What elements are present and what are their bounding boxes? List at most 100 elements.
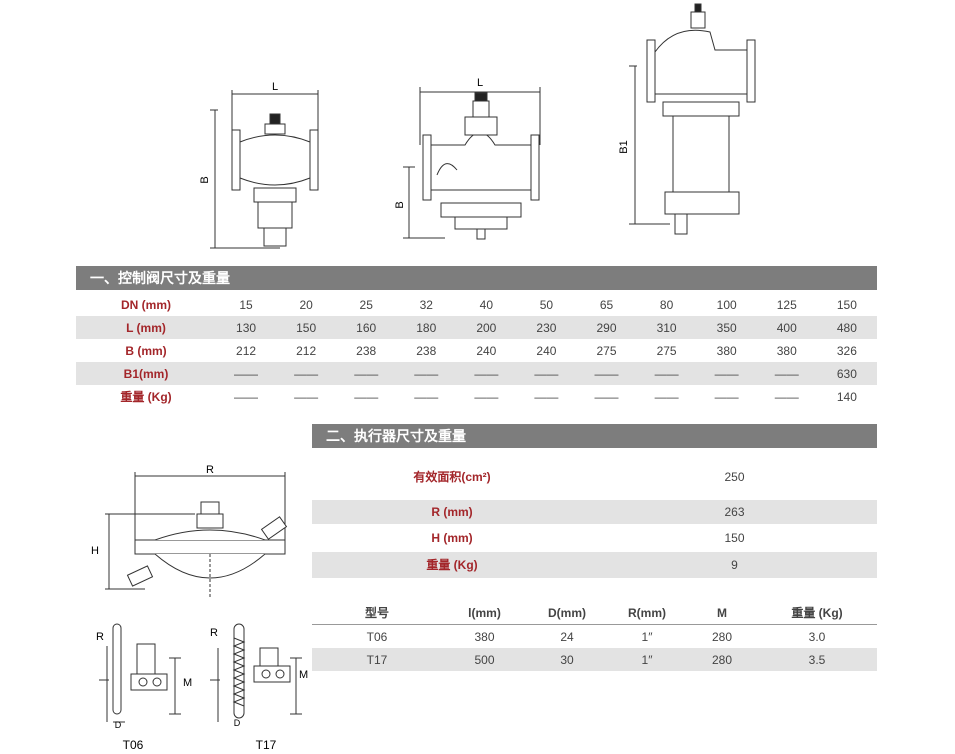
table-row: 有效面积(cm²) 250 bbox=[312, 464, 877, 490]
table-cell: 25 bbox=[359, 297, 373, 312]
table-cell: 1″ bbox=[641, 629, 653, 644]
table-cell: T17 bbox=[312, 648, 442, 671]
table-cell: —— bbox=[474, 389, 499, 404]
m-header: M bbox=[717, 605, 727, 620]
table-cell: —— bbox=[654, 389, 679, 404]
row-label: 有效面积(cm²) bbox=[413, 470, 491, 484]
table-cell: 140 bbox=[836, 389, 857, 404]
table-cell: 240 bbox=[476, 343, 497, 358]
t06-d-label: D bbox=[115, 720, 122, 730]
mid-valve-drawing: L B bbox=[395, 77, 541, 240]
table-cell: 80 bbox=[659, 297, 674, 312]
section1-title: 一、控制阀尺寸及重量 bbox=[76, 266, 877, 290]
actuator-drawing: R H bbox=[91, 464, 288, 597]
table-cell: 100 bbox=[716, 297, 737, 312]
table-cell: —— bbox=[534, 389, 559, 404]
table-cell: 238 bbox=[416, 343, 437, 358]
model-table: 型号 l(mm) D(mm) R(mm) M 重量 (Kg) T06 380 2… bbox=[312, 601, 877, 671]
table-cell: 280 bbox=[711, 629, 733, 644]
table-cell: 238 bbox=[356, 343, 377, 358]
table-cell: 1″ bbox=[607, 648, 687, 671]
table-cell: —— bbox=[756, 362, 817, 385]
table-cell: 65 bbox=[599, 297, 614, 312]
table-row: R (mm) 263 bbox=[312, 500, 877, 524]
table-cell: —— bbox=[216, 362, 277, 385]
table-cell: 400 bbox=[756, 316, 817, 339]
table-cell: 24 bbox=[560, 629, 574, 644]
table-cell: 15 bbox=[239, 297, 253, 312]
t17-m-label: M bbox=[299, 669, 308, 681]
row-label: 重量 (Kg) bbox=[120, 390, 172, 404]
table-cell: 150 bbox=[276, 316, 337, 339]
small-valve-l-label: L bbox=[272, 81, 278, 93]
table-cell: —— bbox=[294, 389, 319, 404]
table-cell: 230 bbox=[516, 316, 577, 339]
small-valve-b-label: B bbox=[200, 176, 211, 183]
table-cell: T06 bbox=[366, 629, 388, 644]
table-cell: 500 bbox=[442, 648, 527, 671]
table-cell: —— bbox=[696, 362, 757, 385]
t17-d-label: D bbox=[234, 718, 241, 728]
t17-r-label: R bbox=[210, 627, 218, 639]
table-cell: 30 bbox=[527, 648, 607, 671]
table-cell: 130 bbox=[216, 316, 277, 339]
table-cell: —— bbox=[714, 389, 739, 404]
r-header: R(mm) bbox=[628, 605, 666, 620]
table-cell: 150 bbox=[836, 297, 857, 312]
table-cell: 275 bbox=[656, 343, 677, 358]
table-row: 重量 (Kg)————————————————————140 bbox=[76, 385, 877, 408]
table-cell: —— bbox=[336, 362, 397, 385]
large-valve-drawing: B1 bbox=[618, 3, 756, 235]
actuator-h-label: H bbox=[91, 545, 99, 557]
table-cell: 240 bbox=[536, 343, 557, 358]
table-row: 重量 (Kg)9 bbox=[312, 552, 877, 578]
table-cell: —— bbox=[516, 362, 577, 385]
table-cell: 630 bbox=[816, 362, 877, 385]
table-row: H (mm)150 bbox=[312, 526, 877, 550]
table-cell: 290 bbox=[576, 316, 637, 339]
t06-drawing: R M D T06 bbox=[96, 623, 192, 752]
row-value: 150 bbox=[724, 531, 745, 545]
row-label: B (mm) bbox=[125, 343, 167, 358]
table-cell: —— bbox=[636, 362, 697, 385]
table-cell: 380 bbox=[716, 343, 737, 358]
row-value: 9 bbox=[731, 558, 738, 572]
table-cell: 212 bbox=[296, 343, 317, 358]
table-cell: 326 bbox=[836, 343, 857, 358]
table-cell: 32 bbox=[419, 297, 433, 312]
d-header: D(mm) bbox=[548, 605, 586, 620]
table-cell: —— bbox=[774, 389, 799, 404]
t17-drawing: R M D T17 bbox=[210, 623, 308, 752]
table-cell: 3.5 bbox=[757, 648, 877, 671]
table-row: B1(mm)————————————————————630 bbox=[76, 362, 877, 385]
table-cell: 380 bbox=[474, 629, 495, 644]
mid-valve-l-label: L bbox=[477, 77, 483, 89]
weight-header: 重量 (Kg) bbox=[791, 606, 843, 620]
model-header: 型号 bbox=[364, 606, 389, 620]
row-label: R (mm) bbox=[431, 505, 473, 519]
table-cell: —— bbox=[414, 389, 439, 404]
table-cell: 480 bbox=[816, 316, 877, 339]
actuator-r-label: R bbox=[206, 464, 214, 476]
row-label: L (mm) bbox=[76, 316, 216, 339]
table-cell: 20 bbox=[299, 297, 313, 312]
table-cell: —— bbox=[234, 389, 259, 404]
table-cell: 160 bbox=[336, 316, 397, 339]
t06-r-label: R bbox=[96, 631, 104, 643]
table-cell: —— bbox=[276, 362, 337, 385]
small-valve-drawing: L B bbox=[200, 81, 319, 249]
row-value: 250 bbox=[724, 470, 745, 484]
table-cell: 125 bbox=[776, 297, 797, 312]
table-cell: 350 bbox=[696, 316, 757, 339]
table-cell: 3.0 bbox=[808, 629, 826, 644]
large-valve-b1-label: B1 bbox=[618, 140, 630, 153]
table-cell: 200 bbox=[456, 316, 517, 339]
table-cell: 380 bbox=[776, 343, 797, 358]
row-value: 263 bbox=[724, 505, 745, 519]
table-cell: —— bbox=[456, 362, 517, 385]
table-cell: —— bbox=[354, 389, 379, 404]
table-cell: 50 bbox=[539, 297, 554, 312]
row-label: DN (mm) bbox=[121, 297, 171, 312]
